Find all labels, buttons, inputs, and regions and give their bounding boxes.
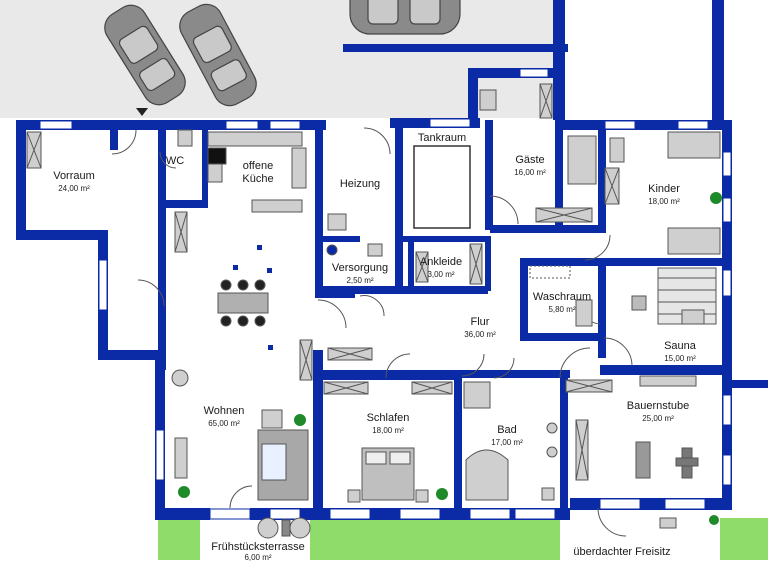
room-label-wc: WC	[165, 155, 185, 167]
windows	[39, 68, 732, 520]
room-label-schlafen: Schlafen	[366, 412, 410, 424]
room-label-kueche: offene Küche	[242, 160, 274, 185]
room-label-bad: Bad	[497, 424, 517, 436]
room-label-vorraum: Vorraum	[53, 170, 95, 182]
room-label-versorgung: Versorgung	[331, 262, 389, 274]
room-area-ankleide: 3,00 m²	[427, 270, 455, 279]
room-label-freisitz: überdachter Freisitz	[573, 546, 671, 558]
room-area-versorgung: 2,50 m²	[346, 276, 374, 285]
room-label-sauna: Sauna	[664, 340, 696, 352]
lawn-mid	[308, 518, 560, 560]
room-area-vorraum: 24,00 m²	[58, 184, 90, 193]
room-area-bauernstube: 25,00 m²	[642, 414, 674, 423]
room-area-flur: 36,00 m²	[464, 330, 496, 339]
garage-area	[565, 0, 768, 118]
room-label-kinder: Kinder	[648, 183, 680, 195]
room-label-wohnen: Wohnen	[203, 405, 245, 417]
room-label-bauernstube: Bauernstube	[626, 400, 690, 412]
room-area-wohnen: 65,00 m²	[208, 419, 240, 428]
room-area-sauna: 15,00 m²	[664, 354, 696, 363]
entrance-arrow-icon	[136, 108, 148, 116]
lawn-right	[720, 518, 768, 560]
room-area-kinder: 18,00 m²	[648, 197, 680, 206]
plant-icons	[178, 192, 722, 525]
driveway	[0, 0, 560, 118]
room-label-ankleide: Ankleide	[419, 256, 463, 268]
room-label-tankraum: Tankraum	[417, 132, 467, 144]
room-label-fruehstueck: Frühstücksterrasse	[211, 541, 305, 553]
garage-walls	[343, 0, 724, 120]
car-icon	[104, 4, 186, 106]
car-icon	[179, 3, 257, 107]
room-label-heizung: Heizung	[339, 178, 381, 190]
room-area-schlafen: 18,00 m²	[372, 426, 404, 435]
furniture	[26, 83, 721, 539]
room-area-gaeste: 16,00 m²	[514, 168, 546, 177]
room-label-flur: Flur	[470, 316, 490, 328]
room-area-bad: 17,00 m²	[491, 438, 523, 447]
car-icon	[349, 0, 461, 35]
room-label-gaeste: Gäste	[515, 154, 545, 166]
decor-dots	[233, 245, 273, 350]
room-area-waschraum: 5,80 m²	[548, 305, 576, 314]
room-area-fruehstueck: 6,00 m²	[244, 553, 272, 562]
freisitz-floor	[560, 505, 720, 560]
room-label-waschraum: Waschraum	[532, 291, 592, 303]
